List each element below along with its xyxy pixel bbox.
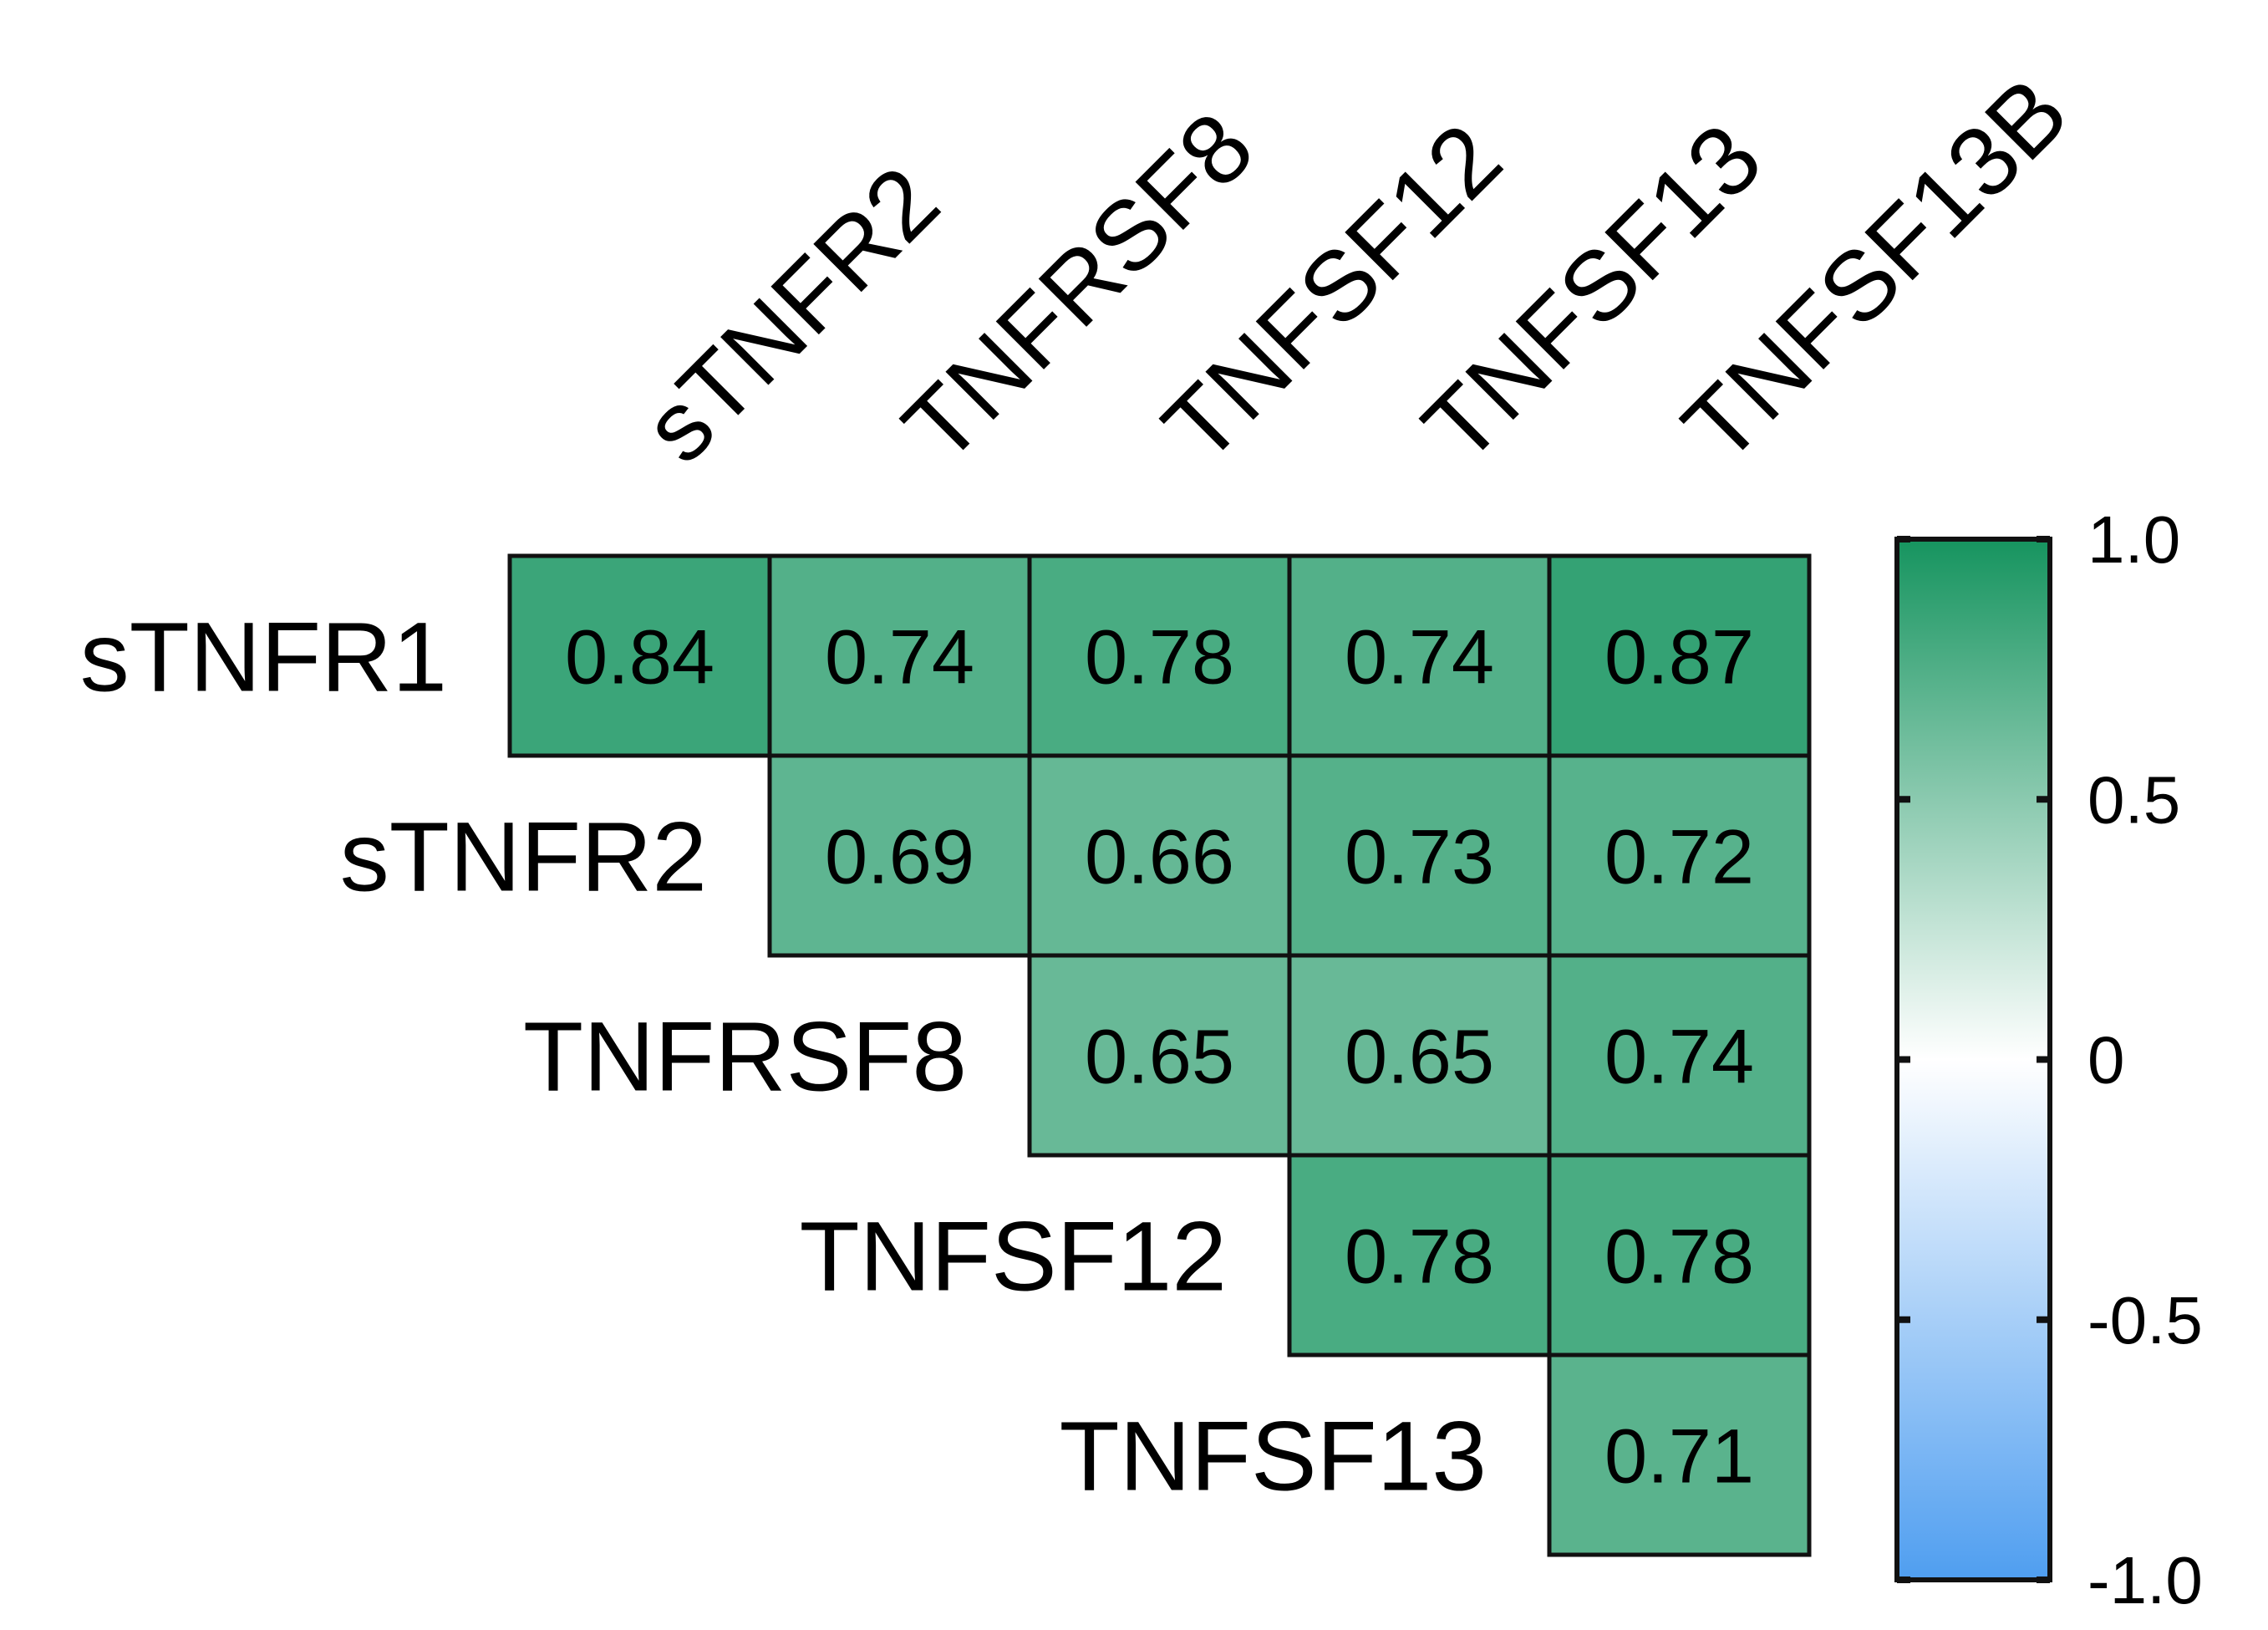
heatmap-cell-1-3 — [1287, 753, 1552, 958]
cell-value-label: 0.74 — [1604, 1015, 1754, 1100]
colorbar-tick-label: -0.5 — [2087, 1283, 2203, 1357]
colorbar-tick-label: 0 — [2087, 1023, 2125, 1098]
heatmap-cell-0-0 — [507, 553, 772, 758]
cell-value-label: 0.71 — [1604, 1414, 1754, 1500]
heatmap-cell-1-4 — [1547, 753, 1812, 958]
heatmap-cell-3-3 — [1287, 1153, 1552, 1357]
column-label: TNFSF13B — [1662, 57, 2089, 484]
cell-value-label: 0.78 — [1085, 615, 1234, 700]
cell-value-label: 0.65 — [1345, 1015, 1494, 1100]
colorbar-tick-label: 1.0 — [2087, 502, 2180, 577]
cell-value-label: 0.73 — [1345, 815, 1494, 900]
row-label: TNFSF12 — [800, 1202, 1227, 1312]
colorbar: 1.0 0.5 0 -0.5 -1.0 — [1894, 502, 2203, 1617]
cells-layer: 0.84 0.74 0.78 0.74 0.87 0.69 0.66 0.73 0.72 0.65… — [507, 553, 1812, 1557]
heatmap-cell-2-2 — [1027, 953, 1292, 1158]
colorbar-tick-label: 0.5 — [2087, 762, 2180, 837]
row-label: TNFRSF8 — [523, 1002, 967, 1113]
heatmap-cell-0-1 — [767, 553, 1032, 758]
cell-value-label: 0.78 — [1345, 1215, 1494, 1300]
row-label: TNFSF13 — [1060, 1402, 1487, 1512]
cell-value-label: 0.72 — [1604, 815, 1754, 900]
cell-value-label: 0.69 — [825, 815, 974, 900]
cell-value-label: 0.65 — [1085, 1015, 1234, 1100]
heatmap-cell-4-4 — [1547, 1352, 1812, 1557]
row-label: sTNFR1 — [80, 603, 447, 713]
cell-value-label: 0.87 — [1604, 615, 1754, 700]
colorbar-tick-label: -1.0 — [2087, 1543, 2203, 1617]
cell-value-label: 0.84 — [565, 615, 714, 700]
cell-value-label: 0.78 — [1604, 1215, 1754, 1300]
heatmap-cell-3-4 — [1547, 1153, 1812, 1357]
row-label: sTNFR2 — [340, 802, 707, 913]
cell-value-label: 0.66 — [1085, 815, 1234, 900]
heatmap-cell-1-1 — [767, 753, 1032, 958]
cell-value-label: 0.74 — [1345, 615, 1494, 700]
colorbar-gradient — [1894, 537, 2052, 1582]
cell-value-label: 0.74 — [825, 615, 974, 700]
heatmap-cell-2-4 — [1547, 953, 1812, 1158]
